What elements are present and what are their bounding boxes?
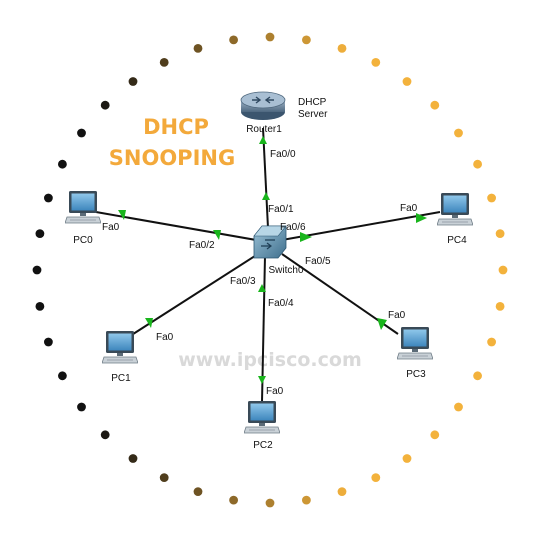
pc4-device[interactable]: PC4 (437, 192, 473, 246)
port-label-pc0-fa0: Fa0 (102, 222, 120, 233)
port-label-switch-fa0-1: Fa0/1 (268, 204, 294, 215)
pc0-device[interactable]: PC0 (65, 190, 101, 246)
ring-dot (159, 473, 169, 482)
port-label-switch-fa0-6: Fa0/6 (280, 222, 306, 233)
port-label-switch-fa0-2: Fa0/2 (189, 240, 215, 251)
port-label-pc1-fa0: Fa0 (156, 332, 174, 343)
watermark-text: www.ipcisco.com (178, 349, 362, 371)
pc-icon (397, 326, 433, 360)
ring-dot (430, 100, 440, 110)
ring-dot (44, 193, 53, 203)
router-note-line2: Server (298, 109, 328, 120)
switch-label: Switch0 (268, 265, 303, 276)
ring-dot (229, 35, 239, 45)
ring-dot (454, 128, 463, 138)
pc3-label: PC3 (406, 369, 426, 380)
ring-dot (302, 495, 311, 505)
ring-dot (371, 473, 381, 482)
port-up-indicator (258, 376, 266, 384)
ring-dot (128, 77, 138, 86)
router-note-line1: DHCP (298, 97, 327, 108)
ring-dot (473, 159, 482, 169)
dotted-circle-frame (32, 32, 508, 508)
pc2-device[interactable]: PC2 (244, 400, 280, 451)
ring-dot (128, 454, 138, 463)
link-pc0-switch[interactable] (95, 211, 257, 241)
ring-dot (229, 495, 239, 505)
port-up-indicator (377, 318, 387, 330)
port-label-pc4-fa0: Fa0 (400, 203, 418, 214)
switch-device[interactable]: Switch0 (253, 225, 304, 276)
ring-dot (265, 32, 275, 42)
router-device[interactable]: Router1 DHCP Server (240, 91, 328, 135)
port-label-switch-fa0-4: Fa0/4 (268, 298, 294, 309)
ring-dot (58, 159, 67, 169)
ring-dot (35, 229, 45, 239)
router-icon (240, 91, 286, 120)
ring-dot (495, 302, 505, 311)
ring-dot (35, 302, 45, 311)
router-label: Router1 (246, 124, 282, 135)
pc-icon (244, 400, 280, 434)
ring-dot (193, 44, 203, 53)
pc3-device[interactable]: PC3 (397, 326, 433, 380)
ring-dot (100, 430, 110, 440)
ring-dot (337, 44, 347, 53)
ring-dot (371, 58, 381, 67)
title-line-2: SNOOPING (109, 146, 235, 170)
ring-dot (498, 265, 508, 275)
port-label-router-fa0-0: Fa0/0 (270, 149, 296, 160)
pc1-label: PC1 (111, 373, 131, 384)
ring-dot (487, 337, 496, 347)
pc1-device[interactable]: PC1 (102, 330, 138, 384)
ring-dot (402, 77, 412, 86)
ring-dot (473, 371, 482, 381)
port-label-switch-fa0-5: Fa0/5 (305, 256, 331, 267)
ring-dot (58, 371, 67, 381)
port-label-pc3-fa0: Fa0 (388, 310, 406, 321)
ring-dot (402, 454, 412, 463)
ring-dot (44, 337, 53, 347)
link-router-switch[interactable] (262, 127, 269, 229)
ring-dot (32, 265, 42, 275)
ring-dot (265, 498, 275, 508)
ring-dot (495, 229, 505, 239)
title-line-1: DHCP (143, 115, 209, 139)
port-up-indicator (416, 213, 427, 223)
ring-dot (193, 487, 203, 496)
ring-dot (159, 58, 169, 67)
port-up-indicator (259, 136, 267, 144)
ring-dot (77, 128, 86, 138)
ring-dot (100, 100, 110, 110)
pc-icon (65, 190, 101, 224)
port-labels: Fa0/0 Fa0/1 Fa0/2 Fa0/3 Fa0/4 Fa0/5 Fa0/… (102, 149, 418, 397)
ring-dot (430, 430, 440, 440)
pc2-label: PC2 (253, 440, 273, 451)
port-up-indicator (258, 284, 266, 292)
port-up-indicator (300, 232, 312, 242)
link-pc4-switch[interactable] (281, 211, 441, 241)
ring-dot (487, 193, 496, 203)
pc-icon (102, 330, 138, 364)
ring-dot (77, 402, 86, 412)
port-indicators (118, 136, 427, 384)
ring-dot (454, 402, 463, 412)
ring-dot (302, 35, 311, 45)
port-label-pc2-fa0: Fa0 (266, 386, 284, 397)
port-up-indicator (145, 318, 153, 328)
port-up-indicator (213, 230, 221, 240)
pc4-label: PC4 (447, 235, 467, 246)
pc0-label: PC0 (73, 235, 93, 246)
pc-icon (437, 192, 473, 226)
ring-dot (337, 487, 347, 496)
port-up-indicator (262, 192, 270, 200)
port-up-indicator (118, 210, 126, 220)
switch-icon (253, 225, 287, 259)
port-label-switch-fa0-3: Fa0/3 (230, 276, 256, 287)
